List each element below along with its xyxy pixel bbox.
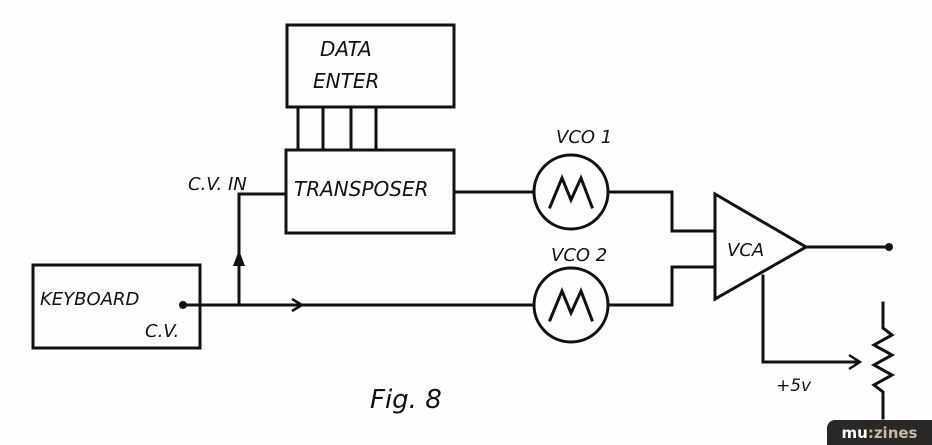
vca-label: VCA — [727, 240, 764, 261]
triangle-wave-icon — [548, 174, 594, 209]
cv-in-wire — [237, 192, 288, 307]
arrow-up-icon — [233, 250, 245, 266]
vco1-label: VCO 1 — [556, 127, 612, 148]
keyboard-label-line2: C.V. — [145, 321, 179, 342]
vco2-label: VCO 2 — [551, 245, 607, 266]
output-node — [885, 243, 893, 251]
keyboard-label-line1: KEYBOARD — [40, 289, 139, 310]
data-enter-block — [285, 23, 456, 109]
vca-block — [713, 191, 810, 302]
supply-label: +5v — [776, 376, 812, 396]
vco2-to-vca-wire — [606, 265, 717, 307]
data-bus — [296, 105, 378, 152]
control-wire — [761, 274, 860, 364]
triangle-wave-icon — [548, 287, 594, 322]
vco1-to-vca-wire — [606, 190, 717, 233]
vco1-block — [532, 153, 610, 231]
data-enter-label-line1: DATA — [320, 37, 372, 61]
watermark-colon: : — [867, 423, 874, 442]
data-enter-label-line2: ENTER — [313, 69, 379, 93]
muzines-watermark: mu:zines — [827, 420, 932, 445]
watermark-text-zines: zines — [873, 423, 918, 442]
arrow-right-icon — [291, 297, 305, 313]
cv-in-label: C.V. IN — [188, 174, 247, 195]
figure-caption: Fig. 8 — [370, 385, 442, 415]
vco2-block — [532, 266, 610, 344]
transposer-label: TRANSPOSER — [294, 177, 428, 201]
watermark-text-mu: mu — [841, 423, 868, 442]
potentiometer-icon — [870, 301, 896, 420]
arrow-right-icon — [848, 353, 863, 371]
